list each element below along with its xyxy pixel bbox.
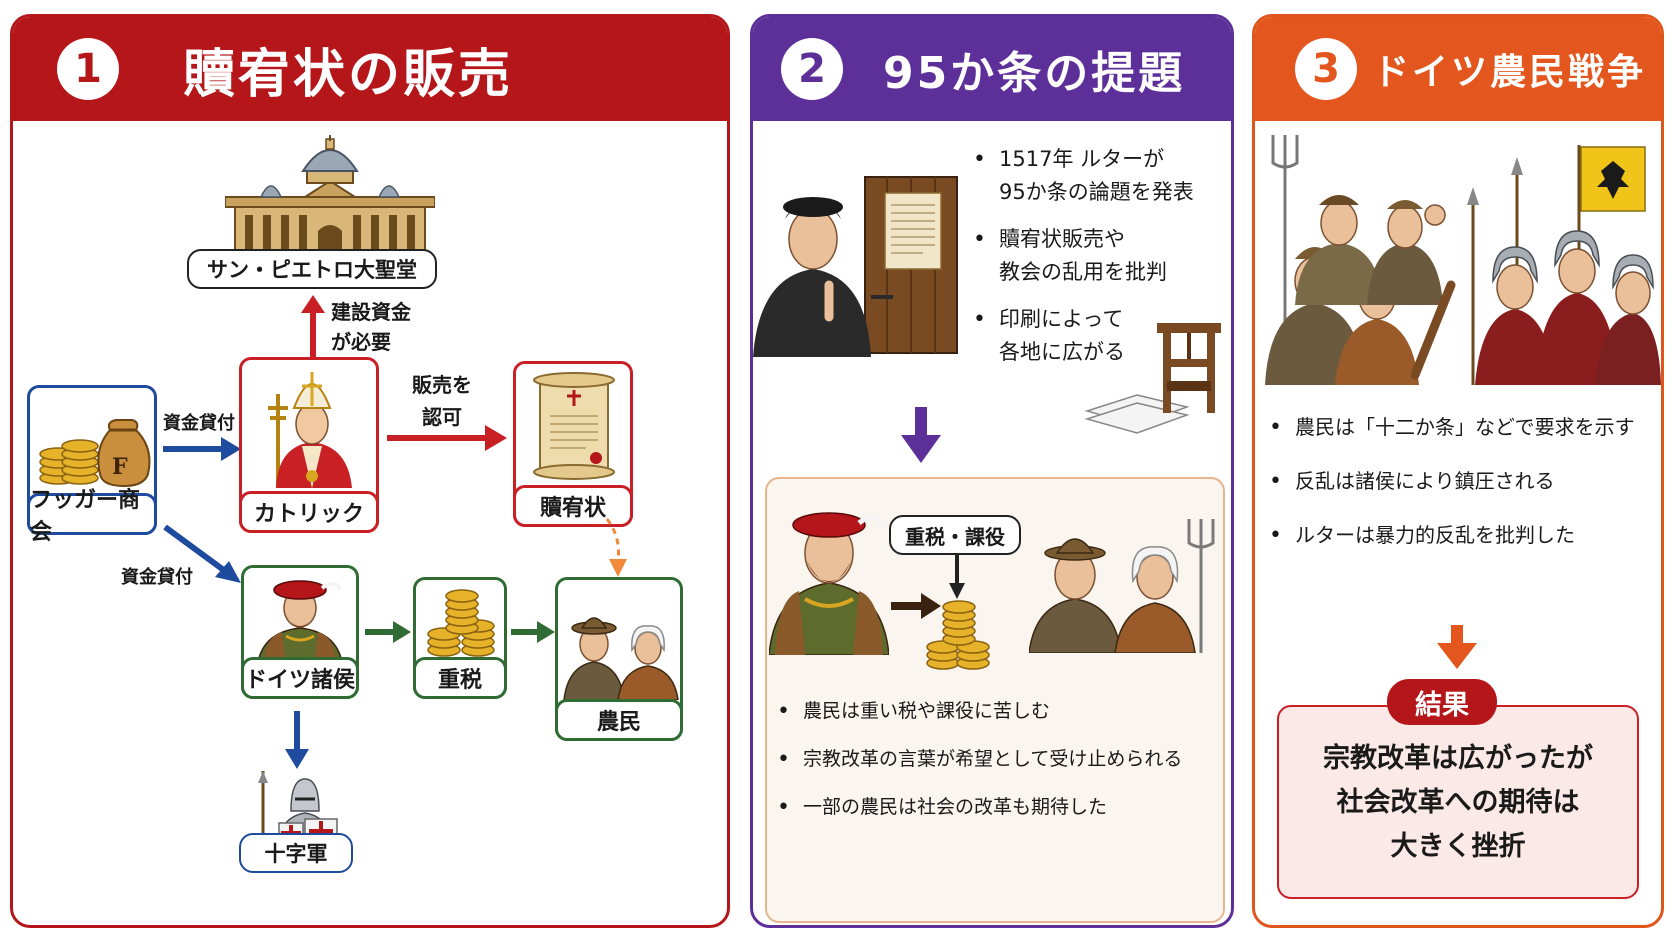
- burden-label: 重税・課役: [889, 515, 1021, 555]
- prince-icon: [257, 580, 343, 662]
- soldiers-icon: [1265, 135, 1661, 385]
- heavy-tax-box: 重税: [413, 577, 507, 699]
- arrow-right-dark: [891, 593, 941, 619]
- money-bag-letter: F: [112, 454, 128, 480]
- peasants-box: 農民: [555, 577, 683, 741]
- loan-label-princes: 資金貸付: [121, 567, 193, 588]
- princes-label: ドイツ諸侯: [241, 657, 359, 699]
- peasants-label: 農民: [555, 699, 683, 741]
- build-funds-note: 建設資金 が必要: [331, 300, 411, 354]
- panel-3-number: 3: [1295, 38, 1357, 100]
- up-arrow-icon: [301, 295, 325, 363]
- panel-2-header: 2 95か条の提題: [753, 17, 1231, 121]
- eagle-banner-icon: [1580, 146, 1646, 212]
- money-bag-icon: [97, 419, 151, 488]
- result-title: 結果: [1387, 679, 1497, 725]
- pitchfork-icon: [1271, 135, 1299, 335]
- indulgence-label: 贖宥状: [513, 485, 633, 527]
- loan-arrow-princes: [163, 525, 241, 583]
- coins-icon: [39, 419, 151, 488]
- peasant-burden-box: 重税・課役: [765, 477, 1225, 923]
- peasants-icon: [563, 617, 679, 700]
- loan-arrow-catholic: [163, 437, 241, 461]
- war-bullet-1: •農民は「十二か条」などで要求を示す: [1269, 415, 1635, 440]
- basilica-label: サン・ピエトロ大聖堂: [187, 249, 437, 289]
- pope-icon: [268, 372, 352, 488]
- sale-arrow: [387, 425, 507, 451]
- coins-icon: [427, 589, 495, 657]
- fugger-label: フッガー商会: [27, 488, 157, 545]
- heavy-tax-label: 重税: [413, 657, 507, 699]
- panel-1-header: 1 贖宥状の販売: [13, 17, 727, 121]
- down-arrow-orange: [1437, 625, 1477, 669]
- arrow-princes-to-tax: [365, 621, 411, 643]
- arrow-tax-to-peasants: [511, 621, 555, 643]
- catholic-label: カトリック: [239, 491, 379, 533]
- panel-peasants-war: 3 ドイツ農民戦争: [1252, 14, 1664, 928]
- pitchfork-icon: [1187, 519, 1215, 653]
- printing-press-icon: [1084, 323, 1221, 434]
- peasants-icon: [1029, 519, 1215, 653]
- dashed-arrow-to-peasants: [605, 518, 627, 577]
- loan-label-catholic: 資金貸付: [163, 413, 235, 434]
- fugger-box: F フッガー商会: [27, 385, 157, 545]
- scroll-icon: [533, 372, 615, 480]
- panel-1-title: 贖宥状の販売: [183, 44, 514, 105]
- panel-indulgence-sale: 1 贖宥状の販売 サン・ピエトロ大聖堂 建設資金 が必要: [10, 14, 730, 928]
- church-door-icon: [864, 176, 958, 354]
- theses-bullet-1: •1517年 ルターが 95か条の論題を発表: [973, 147, 1194, 204]
- war-bullet-2: •反乱は諸侯により鎮圧される: [1269, 469, 1555, 494]
- down-arrow-crusade: [285, 711, 309, 769]
- panel-3-header: 3 ドイツ農民戦争: [1255, 17, 1661, 121]
- panel-3-title: ドイツ農民戦争: [1373, 52, 1647, 93]
- burden-bullet-2: •宗教改革の言葉が希望として受け止められる: [777, 747, 1183, 772]
- panel-1-number: 1: [57, 38, 119, 100]
- indulgence-box: 贖宥状: [513, 361, 633, 527]
- theses-bullet-3: •印刷によって 各地に広がる: [973, 307, 1125, 364]
- result-box: 宗教改革は広がったが 社会改革への期待は 大きく挫折: [1277, 705, 1639, 899]
- panel-2-number: 2: [781, 38, 843, 100]
- princes-box: ドイツ諸侯: [241, 565, 359, 699]
- war-bullet-3: •ルターは暴力的反乱を批判した: [1269, 523, 1575, 548]
- panel-2-title: 95か条の提題: [883, 48, 1186, 99]
- result-text: 宗教改革は広がったが 社会改革への期待は 大きく挫折: [1323, 743, 1593, 862]
- arrow-down-burden: [949, 555, 965, 599]
- catholic-box: カトリック: [239, 357, 379, 533]
- down-arrow-purple: [901, 407, 941, 463]
- sale-approval-note: 販売を 認可: [412, 373, 472, 429]
- coins-icon: [926, 600, 990, 670]
- crusade-label: 十字軍: [239, 833, 353, 873]
- prince-icon: [769, 512, 889, 655]
- basilica-icon: [225, 135, 435, 264]
- theses-bullet-2: •贖宥状販売や 教会の乱用を批判: [973, 227, 1167, 284]
- panel-95-theses: 2 95か条の提題 •1517年 ルターが 95か条の論題を発表 •贖宥状販売や: [750, 14, 1234, 928]
- luther-icon: [753, 176, 958, 357]
- burden-bullet-1: •農民は重い税や課役に苦しむ: [777, 699, 1051, 724]
- burden-bullet-3: •一部の農民は社会の改革も期待した: [777, 795, 1108, 820]
